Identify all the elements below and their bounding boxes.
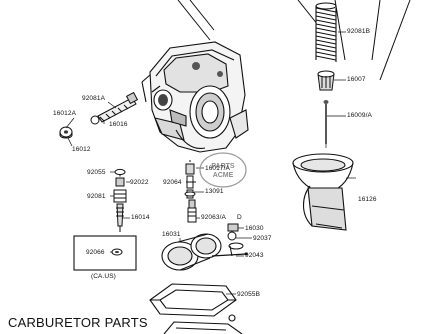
label-92066: 92066 [86, 249, 105, 256]
label-16014: 16014 [131, 214, 150, 221]
label-92055: 92055 [87, 169, 106, 176]
needle-holder-16007 [317, 70, 335, 91]
label-16126: 16126 [358, 196, 377, 203]
jet-needle-16009A [323, 100, 329, 148]
leader-lines [65, 31, 356, 295]
label-92055B: 92055B [237, 291, 261, 298]
watermark-line1: PARTS [211, 163, 235, 170]
label-92043: 92043 [245, 252, 264, 259]
label-16030: 16030 [245, 225, 264, 232]
label-92022: 92022 [130, 179, 149, 186]
jet-column [113, 168, 127, 232]
watermark-logo: PARTS ACME [199, 152, 247, 188]
screw-92081A [90, 91, 139, 125]
vacuum-piston-16126 [292, 153, 354, 231]
label-13091: 13091 [205, 188, 224, 195]
label-D: D [237, 214, 242, 221]
label-92081A: 92081A [82, 95, 106, 102]
washer-16012A [59, 126, 73, 139]
label-92081B: 92081B [347, 28, 371, 35]
page-title: CARBURETOR PARTS [8, 315, 148, 330]
label-ca-us: (CA.US) [91, 273, 116, 280]
float-bowl [163, 314, 243, 334]
label-16007: 16007 [347, 76, 366, 83]
watermark-line2: ACME [213, 172, 234, 179]
float-16031 [161, 233, 248, 271]
label-92081: 92081 [87, 193, 106, 200]
ca-us-box [73, 235, 137, 271]
label-92037: 92037 [253, 235, 272, 242]
label-16012: 16012 [72, 146, 91, 153]
label-16016: 16016 [109, 121, 128, 128]
label-16009A: 16009/A [347, 112, 372, 119]
label-16031: 16031 [162, 231, 181, 238]
float-bowl-gasket-92055B [149, 283, 237, 317]
label-16017A: 16017/A [205, 165, 230, 172]
background-lines [177, 0, 411, 81]
main-jet-parts [187, 199, 244, 257]
label-16012A: 16012A [53, 110, 77, 117]
label-92063A: 92063/A [201, 214, 226, 221]
label-92064: 92064 [163, 179, 182, 186]
spring-92081B [315, 2, 337, 64]
carburetor-body [141, 41, 249, 153]
